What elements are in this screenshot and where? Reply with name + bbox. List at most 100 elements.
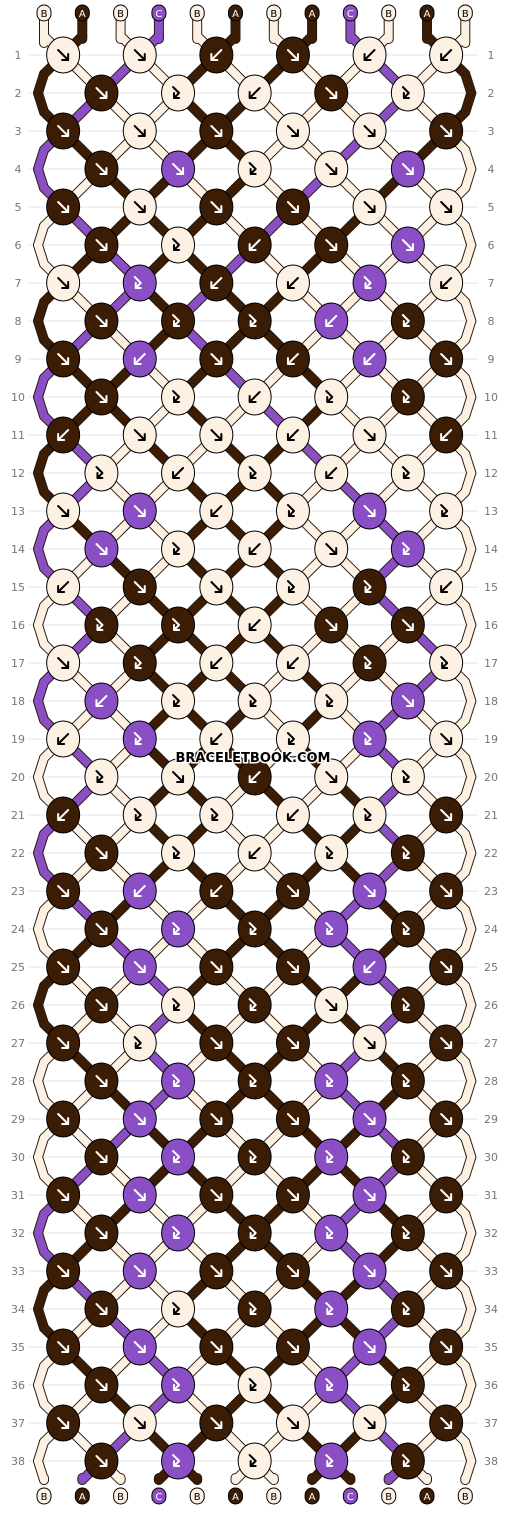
knot [237,302,272,340]
strand-label-bottom: B [36,1487,52,1505]
knot-direction-arrow-icon [286,504,295,517]
knot [352,340,387,378]
knot-direction-arrow-icon [95,1455,108,1467]
knot [199,1328,234,1366]
strand-label-letter: A [232,9,239,20]
knot [122,644,157,682]
knot [275,188,310,226]
strand-label-badge [457,1487,473,1505]
knot [352,644,387,682]
row-number-right: 8 [488,315,495,328]
knot [429,872,464,910]
knot [390,150,425,188]
knot [46,1328,81,1366]
knot [84,834,119,872]
row-number-left: 17 [11,657,25,670]
knot-direction-arrow-icon [325,163,338,175]
knot [46,36,81,74]
knot-direction-arrow-icon [363,656,372,669]
strand-label-bottom: A [419,1487,435,1505]
knot-direction-arrow-icon [363,1341,376,1353]
knot-direction-arrow-icon [440,1189,453,1201]
knot [84,454,119,492]
row-number-left: 36 [11,1379,25,1392]
knot-direction-arrow-icon [172,163,185,175]
knot-direction-arrow-icon [172,846,181,859]
knot-direction-arrow-icon [248,1378,257,1391]
knot [122,1252,157,1290]
knot [352,720,387,758]
knot-direction-arrow-icon [133,276,142,289]
strand-label-letter: B [462,1492,469,1503]
knot [84,530,119,568]
knot [237,1062,272,1100]
knot [46,188,81,226]
knot [46,1024,81,1062]
knot [199,340,234,378]
knot-direction-arrow-icon [95,999,108,1011]
knot-direction-arrow-icon [248,543,261,555]
knot-direction-arrow-icon [325,1226,334,1239]
knot-direction-arrow-icon [248,1302,257,1315]
knot [237,378,272,416]
knot [390,378,425,416]
knot [161,1062,196,1100]
strand-label-letter: B [41,9,48,20]
knot-direction-arrow-icon [210,1341,223,1353]
knot-direction-arrow-icon [210,1113,223,1125]
knot-direction-arrow-icon [286,1113,299,1125]
knot [199,112,234,150]
knot-direction-arrow-icon [133,732,142,745]
knot [429,1252,464,1290]
strand-label-badge [457,4,473,22]
knot-direction-arrow-icon [363,885,376,897]
knot-direction-arrow-icon [57,961,70,973]
knot-direction-arrow-icon [210,505,223,517]
knot [84,1366,119,1404]
knot-direction-arrow-icon [210,353,223,365]
knot [122,340,157,378]
knot-direction-arrow-icon [172,771,185,783]
knot-direction-arrow-icon [401,1226,410,1239]
knot-direction-arrow-icon [95,923,108,935]
knot-direction-arrow-icon [248,87,261,99]
knot [390,1366,425,1404]
knot [314,986,349,1024]
knot-direction-arrow-icon [440,277,453,289]
row-number-left: 6 [15,239,22,252]
knot-direction-arrow-icon [95,1227,108,1239]
knot [352,948,387,986]
row-number-right: 18 [484,695,498,708]
row-number-right: 15 [484,581,498,594]
knot-direction-arrow-icon [363,353,376,365]
row-number-right: 30 [484,1151,498,1164]
knot-direction-arrow-icon [210,885,223,897]
strand-label-badge [419,4,435,22]
strand-label-badge [113,4,129,22]
row-number-right: 12 [484,467,498,480]
knot-direction-arrow-icon [440,125,453,137]
knot [237,834,272,872]
knot [46,264,81,302]
knot-direction-arrow-icon [325,1150,334,1163]
row-number-left: 9 [15,353,22,366]
knot-direction-arrow-icon [440,49,453,61]
knot-direction-arrow-icon [286,201,299,213]
knot-direction-arrow-icon [401,1378,410,1391]
knot-direction-arrow-icon [286,1417,299,1429]
knot-direction-arrow-icon [172,1150,181,1163]
row-number-left: 7 [15,277,22,290]
knot-direction-arrow-icon [57,657,70,669]
knot [352,188,387,226]
knot [237,74,272,112]
knot [429,1328,464,1366]
knot-direction-arrow-icon [325,1302,334,1315]
knot-direction-arrow-icon [401,314,410,327]
row-number-right: 13 [484,505,498,518]
row-number-left: 38 [11,1455,25,1468]
knot [237,150,272,188]
knot-direction-arrow-icon [401,770,410,783]
knot-direction-arrow-icon [363,732,372,745]
knot-direction-arrow-icon [401,998,410,1011]
knot-direction-arrow-icon [286,1265,299,1277]
